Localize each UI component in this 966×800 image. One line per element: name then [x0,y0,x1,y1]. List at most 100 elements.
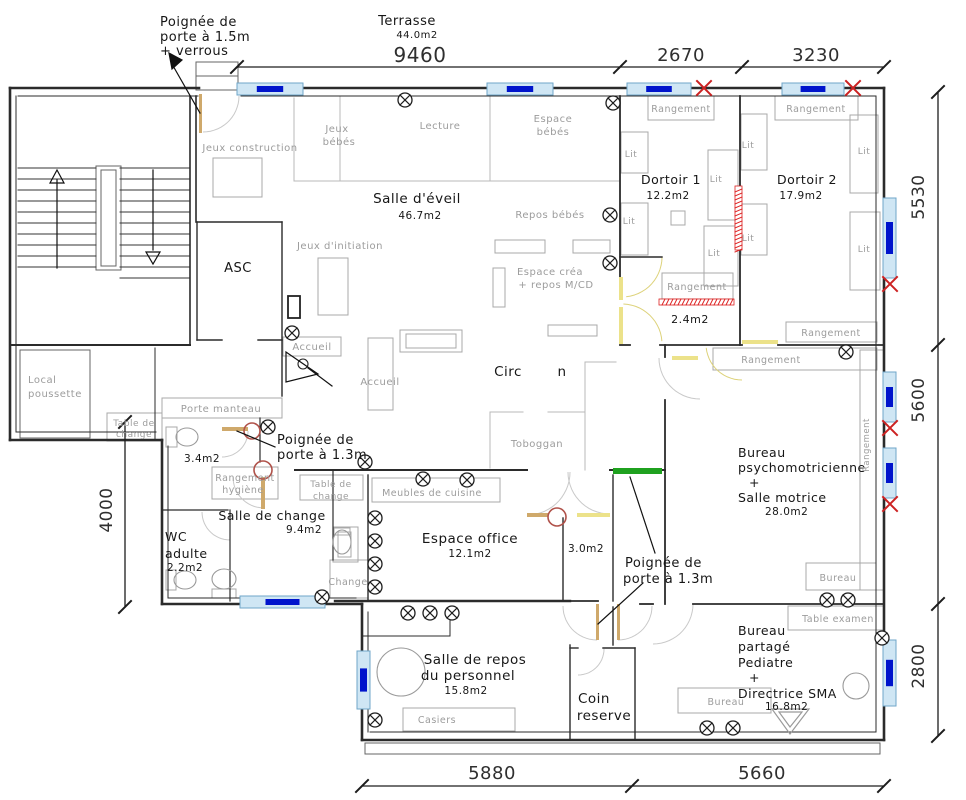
door-leaf-7 [619,307,623,344]
dim-3230: 3230 [792,45,840,66]
bed-lit-2: Lit [710,175,723,185]
fixture-rangement-d2: Rangement [786,104,845,115]
fixture-box-15 [785,321,878,343]
fixture-bureau-partage-desk: Bureau [708,697,745,708]
dim-5600: 5600 [909,377,929,422]
hatch-stripe [734,236,743,241]
hatch-stripe [677,298,682,306]
area-espace-office: 12.1m2 [448,548,491,560]
light-symbol-x [402,607,414,619]
fixture-box-8 [402,707,516,732]
dim-2800: 2800 [909,643,929,688]
fixture-box-33 [572,239,611,254]
fixture-box-44 [287,295,301,319]
hatch-stripe [734,232,743,237]
zone-espace-crea-1: Espace créa [517,266,583,278]
light-symbol-x [369,535,381,547]
hatch-stripe [734,244,743,249]
dim-9460: 9460 [394,43,447,67]
note-handle-15-2: porte à 1.5m [160,30,250,45]
door-leaf-4 [596,604,599,640]
door-arc-6 [626,256,663,298]
note-handle-13b-2: porte à 1.3m [623,572,713,587]
triangle-symbol-1 [144,251,162,266]
hatch-stripe [709,298,714,306]
fixture-box-24 [740,203,768,256]
hatch-stripe [734,216,743,221]
light-symbol-x [424,607,436,619]
light-symbol-x [399,94,411,106]
bed-lit-8: Lit [858,245,871,255]
light-symbol-x [417,473,429,485]
fixture-change: Change [328,577,367,588]
fixture-ellipse-4 [376,647,426,697]
zone-repos-bebes: Repos bébés [515,209,584,221]
area-vestibule: 2.4m2 [671,313,709,326]
fixture-rangement-hygiene-1: Rangement [215,473,274,484]
red-x-mark-4 [881,495,899,513]
fixture-box-31 [367,337,394,411]
door-arc-8 [705,347,743,381]
fixture-ellipse-6 [297,358,309,370]
triangle-symbol-3 [770,708,811,736]
fixture-box-36 [282,336,342,357]
room-espace-office: Espace office [422,531,518,547]
window-pane-2 [646,86,672,92]
door-handle-circle-1 [253,460,273,480]
window-pane-7 [886,659,893,687]
door-arc-12 [652,603,694,645]
zone-espace-crea-2: + repos M/CD [518,280,593,291]
dimension-tick-8 [117,414,133,430]
area-salle-de-change: 9.4m2 [286,524,322,536]
window-pane-6 [886,463,893,483]
area-wc-30: 3.0m2 [568,543,604,555]
dimension-tick-9 [117,599,133,615]
fixture-ellipse-3 [332,529,352,555]
area-salle-repos: 15.8m2 [444,685,487,697]
zone-jeux-bebes-2: bébés [323,136,356,148]
dim-5880: 5880 [468,763,516,784]
fixture-rangement-vest: Rangement [667,282,726,293]
hatch-stripe [665,298,670,306]
fixture-table-examen: Table examen [801,614,874,625]
note-handle-13a-2: porte à 1.3m [277,448,367,463]
fixture-box-28 [317,257,349,316]
area-bureau-psycho: 28.0m2 [765,506,808,518]
fixture-ellipse-1 [211,568,237,590]
fixture-casiers: Casiers [418,715,456,726]
area-bureau-partage: 16.8m2 [765,701,808,713]
room-asc: ASC [224,261,252,276]
fixture-ellipse-5 [842,672,870,700]
room-salle-deveil: Salle d'éveil [373,191,461,207]
fixture-box-16 [712,347,878,371]
fixture-ellipse-0 [175,427,199,447]
bed-lit-4: Lit [708,249,721,259]
door-handle-circle-0 [243,422,261,440]
fixture-box-23 [849,114,879,194]
red-x-mark-2 [881,275,899,293]
bed-lit-5: Lit [742,141,755,151]
fixture-table-change-2a: Table de [309,480,351,490]
door-arc-2 [232,476,265,509]
room-dortoir-1: Dortoir 1 [641,172,701,187]
fixture-box-38 [211,588,237,599]
fixture-box-27 [212,157,263,198]
fixture-rangement-d1: Rangement [651,104,710,115]
fixture-box-18 [620,131,649,174]
dimension-tick-0 [229,59,245,75]
room-local-poussette-2: poussette [28,389,82,400]
bed-lit-7: Lit [742,234,755,244]
room-bureau-psycho-1: Bureau [738,445,786,460]
hatch-stripe [713,298,718,306]
fixture-box-30 [405,333,457,349]
hatch-stripe [705,298,710,306]
zone-jeux-bebes-1: Jeux [324,124,348,135]
door-leaf-0 [199,94,202,133]
hatch-stripe [685,298,690,306]
fixture-box-19 [620,202,649,256]
bed-lit-1: Lit [625,150,638,160]
zone-jeux-initiation: Jeux d'initiation [296,241,383,252]
door-leaf-9 [672,356,698,360]
door-arc-0 [202,95,240,133]
